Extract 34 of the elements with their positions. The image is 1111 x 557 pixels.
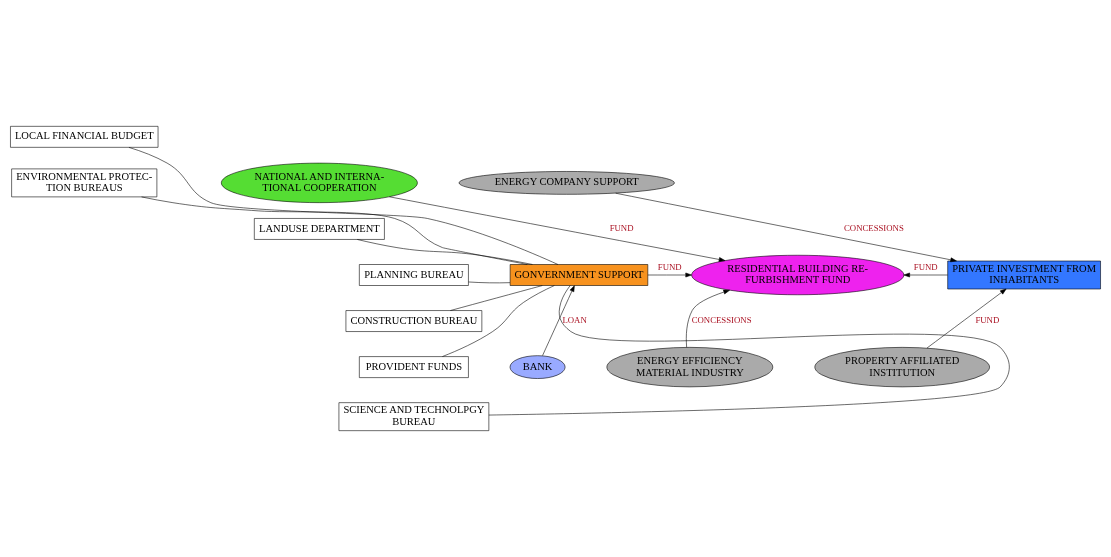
node-ellipse: ENERGY COMPANY SUPPORT	[458, 171, 675, 195]
connector	[488, 285, 1010, 416]
edge-label: CONCESSIONS	[843, 222, 904, 233]
edge-label: CONCESSIONS	[691, 315, 752, 326]
arrow	[686, 289, 730, 348]
node-ellipse: NATIONAL AND INTERNA- TIONAL COOPERATION	[221, 162, 418, 203]
node-ellipse: ENERGY EFFICIENCY MATERIAL INDUSTRY	[606, 347, 774, 388]
arrow	[647, 272, 692, 278]
connector	[442, 285, 555, 357]
node-ellipse: PROPERTY AFFILIATED INSTITUTION	[814, 347, 990, 388]
edge-label: LOAN	[562, 315, 587, 326]
arrow	[926, 288, 1007, 349]
node-box: GONVERNMENT SUPPORT	[509, 264, 649, 286]
connector	[356, 239, 533, 265]
edge-label: FUND	[975, 315, 1000, 326]
edge-label: FUND	[609, 222, 634, 233]
arrow	[903, 272, 948, 278]
node-ellipse: BANK	[509, 355, 566, 379]
edge-label: FUND	[657, 262, 682, 273]
node-box: PROVIDENT FUNDS	[359, 356, 469, 378]
arrow	[389, 196, 726, 262]
arrow	[615, 192, 957, 263]
node-box: SCIENCE AND TECHNOLPGY BUREAU	[338, 402, 490, 431]
edge-label: FUND	[913, 262, 938, 273]
node-box: LOCAL FINANCIAL BUDGET	[10, 126, 159, 148]
node-box: CONSTRUCTION BUREAU	[345, 310, 483, 332]
connector	[128, 147, 559, 265]
connector	[450, 285, 543, 311]
connector	[141, 196, 528, 265]
node-box: PLANNING BUREAU	[359, 264, 469, 286]
node-box: ENVIRONMENTAL PROTEC- TION BUREAUS	[11, 168, 158, 198]
node-box: PRIVATE INVESTMENT FROM INHABITANTS	[947, 260, 1101, 290]
arrow	[542, 285, 575, 356]
node-box: LANDUSE DEPARTMENT	[254, 218, 385, 240]
